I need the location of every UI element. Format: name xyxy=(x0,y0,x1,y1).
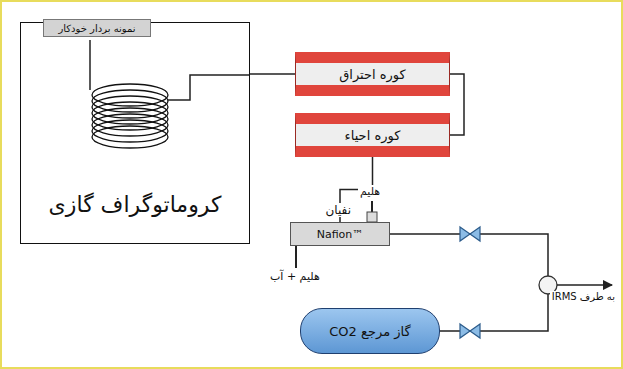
reference-gas-cylinder: گاز مرجع CO2 xyxy=(300,308,440,354)
node-text: نمونه بردار خودکار xyxy=(58,23,135,34)
helium-water-outlet xyxy=(295,246,297,268)
coil-winding xyxy=(92,90,168,112)
instrument-box: کروماتوگراف گازی نمونه بردار خودکار xyxy=(20,22,250,244)
inlet-fitting xyxy=(367,212,377,222)
column-coil xyxy=(92,84,168,148)
node-text: کوره احتراق xyxy=(339,67,406,82)
coil-winding xyxy=(92,96,168,118)
coil-winding xyxy=(92,84,168,106)
node-text: گاز مرجع CO2 xyxy=(329,324,410,339)
gas-label: هلیم + آب xyxy=(268,270,322,283)
part-heading: نفیان xyxy=(324,203,354,217)
coil-winding xyxy=(92,126,168,148)
flow-line xyxy=(250,73,295,75)
gas-label: هلیم xyxy=(358,185,382,198)
valve xyxy=(460,227,480,241)
reduction-furnace: کوره احیاء xyxy=(295,113,450,157)
node-text: کوره احیاء xyxy=(345,128,401,143)
irms-outlet xyxy=(557,284,612,286)
column-outlet xyxy=(168,75,250,100)
flow-line xyxy=(450,74,464,135)
nafion-dryer: نفیانNafion™ xyxy=(290,222,390,246)
node-text: کروماتوگراف گازی xyxy=(49,192,222,217)
coil-winding xyxy=(92,120,168,142)
sample-gas-line xyxy=(390,234,548,276)
reference-gas-line xyxy=(440,294,548,331)
node-text: Nafion™ xyxy=(317,228,364,241)
autosampler-label-box: نمونه بردار خودکار xyxy=(43,19,151,37)
sample-line xyxy=(89,40,91,90)
coil-winding xyxy=(92,102,168,124)
destination-label: به طرف IRMS xyxy=(550,291,617,302)
coil-winding xyxy=(92,114,168,136)
valve xyxy=(460,324,480,338)
coil-winding xyxy=(92,108,168,130)
combustion-furnace: کوره احتراق xyxy=(295,52,450,96)
